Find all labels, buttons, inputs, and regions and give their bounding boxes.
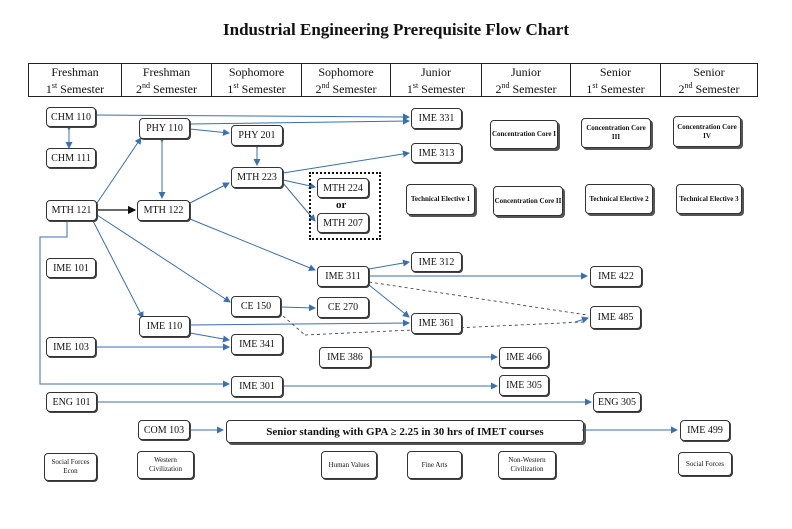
concentration-core-4[interactable]: Concentration Core IV (673, 116, 741, 147)
concentration-core-1[interactable]: Concentration Core I (490, 120, 558, 149)
course-eng101[interactable]: ENG 101 (46, 392, 97, 412)
semester-term: 2nd Semester (315, 80, 377, 96)
course-ime103[interactable]: IME 103 (46, 337, 96, 357)
course-phy201[interactable]: PHY 201 (231, 125, 283, 146)
semester-col-5: Junior 1st Semester (391, 64, 482, 96)
concentration-core-3[interactable]: Concentration Core III (581, 118, 651, 148)
course-ime312[interactable]: IME 312 (411, 252, 462, 272)
course-ime422[interactable]: IME 422 (590, 266, 642, 287)
semester-col-7: Senior 1st Semester (571, 64, 661, 96)
course-ime386[interactable]: IME 386 (319, 347, 371, 368)
semester-col-4: Sophomore 2nd Semester (302, 64, 391, 96)
semester-year: Junior (511, 64, 541, 79)
gened-western-civilization[interactable]: Western Civilization (137, 451, 194, 479)
semester-col-1: Freshman 1st Semester (29, 64, 122, 96)
course-ime499[interactable]: IME 499 (680, 420, 730, 441)
semester-year: Senior (693, 64, 725, 79)
semester-term: 1st Semester (586, 80, 645, 96)
gened-fine-arts[interactable]: Fine Arts (407, 451, 462, 479)
technical-elective-3[interactable]: Technical Elective 3 (676, 184, 742, 214)
semester-term: 2nd Semester (495, 80, 557, 96)
course-ime485[interactable]: IME 485 (590, 306, 641, 329)
senior-standing-requirement: Senior standing with GPA ≥ 2.25 in 30 hr… (226, 420, 584, 443)
course-ime301[interactable]: IME 301 (231, 376, 283, 397)
semester-term: 1st Semester (45, 80, 105, 96)
gened-social-forces[interactable]: Social Forces (678, 452, 732, 476)
course-ime101[interactable]: IME 101 (46, 258, 96, 278)
semester-year: Sophomore (228, 64, 285, 79)
semester-year: Junior (421, 64, 451, 79)
semester-col-3: Sophomore 1st Semester (212, 64, 302, 96)
course-ime311[interactable]: IME 311 (317, 266, 369, 287)
semester-year: Freshman (51, 64, 99, 79)
gened-human-values[interactable]: Human Values (321, 451, 377, 479)
course-ime331[interactable]: IME 331 (411, 108, 462, 129)
technical-elective-2[interactable]: Technical Elective 2 (585, 184, 653, 214)
course-com103[interactable]: COM 103 (138, 420, 190, 440)
semester-col-2: Freshman 2nd Semester (122, 64, 212, 96)
page-title: Industrial Engineering Prerequisite Flow… (223, 20, 569, 39)
concentration-core-2[interactable]: Concentration Core II (493, 186, 563, 216)
course-chm110[interactable]: CHM 110 (46, 107, 96, 127)
gened-non-western-civilization[interactable]: Non-Western Civilization (498, 451, 556, 479)
course-ime305[interactable]: IME 305 (499, 375, 549, 396)
course-mth121[interactable]: MTH 121 (46, 200, 97, 221)
course-ime466[interactable]: IME 466 (499, 347, 549, 368)
course-ime341[interactable]: IME 341 (231, 334, 283, 355)
course-chm111[interactable]: CHM 111 (46, 148, 96, 168)
semester-header: Freshman 1st Semester Freshman 2nd Semes… (28, 63, 758, 97)
semester-col-8: Senior 2nd Semester (661, 64, 757, 96)
semester-year: Senior (599, 64, 632, 79)
course-eng305[interactable]: ENG 305 (593, 392, 641, 412)
course-ime361[interactable]: IME 361 (411, 313, 462, 334)
semester-term: 2nd Semester (136, 80, 197, 96)
course-mth207[interactable]: MTH 207 (317, 213, 369, 233)
or-label: or (336, 199, 347, 211)
course-phy110[interactable]: PHY 110 (139, 118, 190, 139)
course-ce150[interactable]: CE 150 (231, 296, 281, 317)
technical-elective-1[interactable]: Technical Elective 1 (406, 184, 475, 215)
semester-term: 2nd Semester (678, 80, 740, 96)
semester-year: Freshman (142, 64, 191, 79)
semester-term: 1st Semester (406, 80, 466, 96)
math-choice-group (309, 172, 381, 240)
course-mth122[interactable]: MTH 122 (137, 200, 190, 221)
gened-social-forces-econ[interactable]: Social Forces Econ (44, 453, 97, 481)
course-mth224[interactable]: MTH 224 (317, 178, 369, 198)
course-mth223[interactable]: MTH 223 (231, 167, 283, 188)
semester-term: 1st Semester (227, 80, 286, 96)
semester-year: Sophomore (318, 64, 374, 79)
semester-col-6: Junior 2nd Semester (482, 64, 571, 96)
course-ime110[interactable]: IME 110 (139, 316, 190, 337)
course-ce270[interactable]: CE 270 (317, 297, 369, 318)
course-ime313[interactable]: IME 313 (411, 143, 462, 163)
